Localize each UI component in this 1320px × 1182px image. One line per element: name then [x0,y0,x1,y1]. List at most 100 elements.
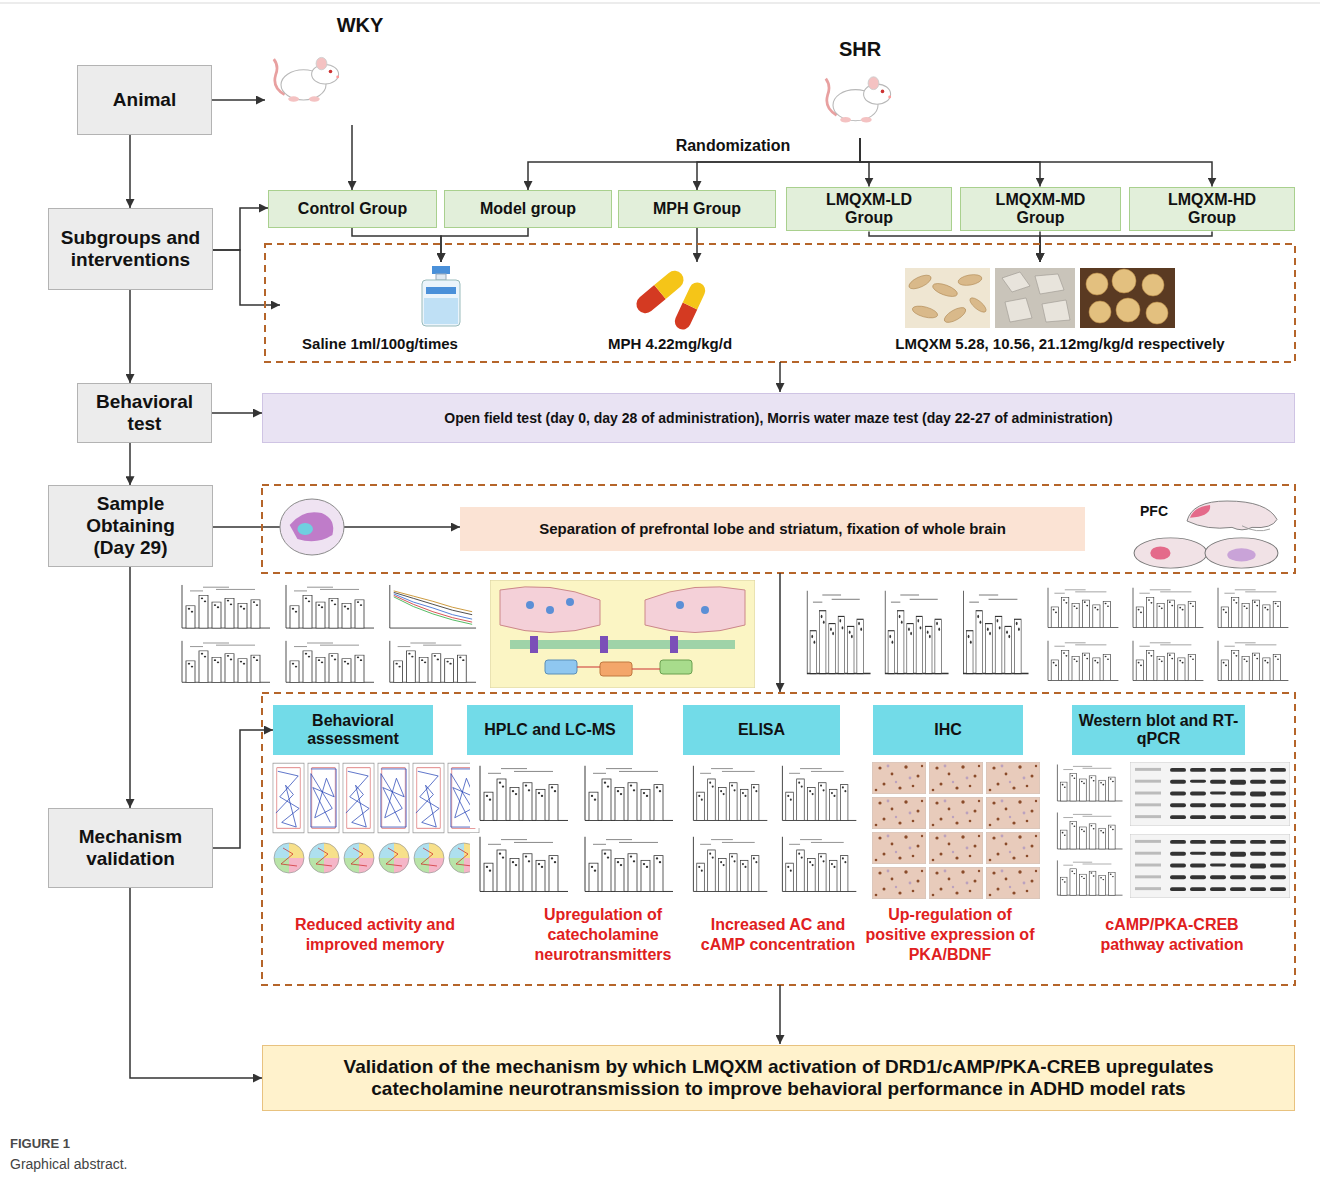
saline-bottle [422,266,460,326]
herb-photo [1089,301,1111,323]
node-text: Western blot and RT-qPCR [1078,712,1239,749]
ihc-micrograph [929,832,983,864]
ihc-micrograph [929,867,983,899]
sampling-box: Separation of prefrontal lobe and striat… [460,507,1085,551]
ihc-micrograph [872,797,926,829]
region-label: PFC [1129,503,1179,521]
animal-strain: SHR [790,36,930,138]
result-chart [774,762,858,828]
herb-photo [1042,300,1070,322]
result-label: Increased AC and cAMP concentration [693,915,863,955]
capsule-illustration [654,267,687,299]
rat-illustration [274,57,339,101]
result-chart [685,762,769,828]
ihc-micrograph [872,867,926,899]
thumbnail-chart [172,638,272,688]
text-block: Behavioral assessment [279,712,427,749]
conclusion-box: Validation of the mechanism by which LMQ… [262,1045,1295,1111]
node-text: IHC [879,721,1017,739]
ihc-micrograph [929,762,983,794]
result-chart [774,833,858,899]
text-block: HPLC and LC-MS [473,721,627,739]
dashed-panel [262,485,1295,573]
flow-arrow [1040,231,1212,262]
herb-photo [1086,273,1108,295]
method-box: IHC [873,705,1023,755]
herb-photo [905,268,990,328]
herb-photo [995,268,1075,328]
group-box: LMQXM-MD Group [960,187,1121,232]
group-box: Model group [444,190,612,228]
flow-arrow [129,135,131,208]
step-box: Behavioral test [77,383,212,443]
ihc-micrograph [872,832,926,864]
node-text: Model group [450,200,606,218]
step-box: Subgroups and interventions [48,208,213,290]
herb-photo [942,305,968,326]
method-box: Behavioral assessment [273,705,433,755]
text-block: Mechanism validation [55,826,206,870]
node-text: LMQXM-HD Group [1156,191,1268,228]
track-plot [274,843,304,873]
text-block: IHC [879,721,1017,739]
node-text: SHR [792,38,928,61]
herb-photo [1086,269,1168,324]
text-block: MPH 4.22mg/kg/d [582,335,758,352]
herb-photo [1080,268,1175,328]
capsule-illustration [672,280,708,332]
western-blot [1130,762,1290,826]
result-label: Reduced activity and improved memory [277,915,473,955]
thumbnail-chart [380,638,478,688]
step-box: Mechanism validation [48,808,213,888]
result-chart [685,833,769,899]
result-chart [575,762,675,828]
track-plot [413,763,444,833]
track-plot [378,763,409,833]
herb-photo [905,268,1175,328]
flow-arrow [129,567,131,808]
text-block: WKY [267,14,453,37]
thumbnail-chart [1125,585,1205,633]
western-blot [1130,834,1290,898]
brain-illustration [280,499,344,555]
test-box: Open field test (day 0, day 28 of admini… [262,393,1295,443]
thumbnail-chart [800,585,872,685]
result-chart [470,762,858,899]
ihc-micrograph [929,797,983,829]
ihc-micrograph [986,797,1040,829]
node-text: Open field test (day 0, day 28 of admini… [273,410,1284,426]
herb-photo [931,281,959,299]
node-text: Saline 1ml/100g/times [282,335,478,352]
thumbnail-chart [1040,585,1120,633]
thumbnail-chart [1210,638,1290,686]
node-text: Sample Obtaining (Day 29) [68,493,193,559]
text-block: Behavioral test [84,391,205,435]
herb-photo [1002,272,1030,292]
text-block: ELISA [689,721,834,739]
node-text: Behavioral assessment [279,712,427,749]
node-text: Subgroups and interventions [55,227,206,271]
thumbnail-chart [380,582,478,634]
thumbnail-chart [878,585,950,685]
track-plot [273,763,304,833]
flow-arrow [130,888,262,1078]
saline-bottle [436,274,446,280]
herb-photo [911,304,939,320]
flow-arrow [860,138,1212,187]
text-block: Open field test (day 0, day 28 of admini… [273,410,1284,426]
result-chart [470,833,570,899]
group-box: LMQXM-HD Group [1129,187,1295,232]
text-block: Validation of the mechanism by which LMQ… [275,1056,1282,1100]
herb-photo [1112,269,1136,293]
track-plot [414,843,444,873]
herb-photo [1116,298,1140,322]
herb-photo [1005,298,1032,322]
rat-illustration [826,77,891,123]
track-plot [379,843,409,873]
text-block: LMQXM-LD Group [813,191,925,228]
text-block: LMQXM-MD Group [985,191,1097,228]
result-label: Upregulation of catecholamine neurotrans… [523,905,683,965]
